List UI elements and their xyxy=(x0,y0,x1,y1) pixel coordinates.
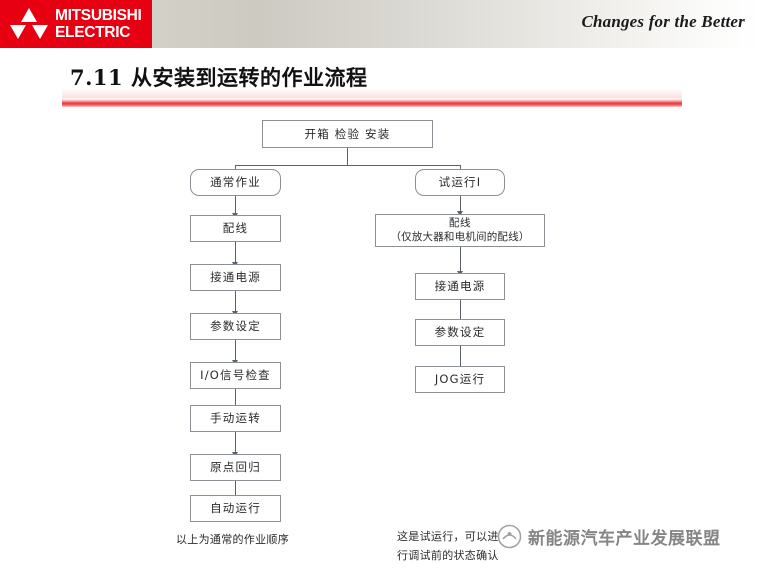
brand-line-2: ELECTRIC xyxy=(55,23,131,41)
note-right-column: 这是试运行，可以进 行调试前的状态确认 xyxy=(397,528,499,565)
flow-node-parameter-setting-label: 参数设定 xyxy=(210,319,261,334)
connector-l1-l2 xyxy=(235,196,236,215)
flow-node-io-signal-check-label: I/O信号检查 xyxy=(200,368,271,383)
flow-node-auto-operation-label: 自动运行 xyxy=(210,501,261,516)
flow-node-wiring-amplifier-motor: 配线 （仅放大器和电机间的配线） xyxy=(375,214,545,247)
connector-l7-l8 xyxy=(235,481,236,503)
brand-line-1: MITSUBISHI xyxy=(55,7,142,24)
flow-node-parameter-setting-trial: 参数设定 xyxy=(415,319,505,346)
flow-node-manual-operation: 手动运转 xyxy=(190,405,281,432)
note-left-column-text: 以上为通常的作业顺序 xyxy=(176,533,289,546)
flow-node-parameter-setting: 参数设定 xyxy=(190,313,281,340)
note-right-column-line2: 行调试前的状态确认 xyxy=(397,548,499,562)
flow-node-wiring-amplifier-motor-line1: 配线 xyxy=(448,217,472,230)
mitsubishi-logo-block: MITSUBISHI ELECTRIC xyxy=(0,0,152,48)
flow-node-normal-operation-label: 通常作业 xyxy=(210,175,261,190)
mitsubishi-three-diamonds-icon xyxy=(6,7,52,41)
page-title: 7.11 从安装到运转的作业流程 xyxy=(70,65,368,90)
mitsubishi-wordmark: MITSUBISHI ELECTRIC xyxy=(55,8,142,40)
connector-l3-l4 xyxy=(235,291,236,313)
connector-l5-l6 xyxy=(235,389,236,411)
slide-header: MITSUBISHI ELECTRIC Changes for the Bett… xyxy=(0,0,761,48)
title-rule-glow xyxy=(62,88,682,99)
connector-r1-r2 xyxy=(460,196,461,213)
note-left-column: 以上为通常的作业顺序 xyxy=(176,531,289,550)
flow-node-start: 开箱 检验 安装 xyxy=(262,120,433,148)
flow-node-trial-run-label: 试运行I xyxy=(438,175,482,190)
flow-node-home-return-label: 原点回归 xyxy=(210,460,261,475)
flow-node-power-on-trial: 接通电源 xyxy=(415,273,505,300)
flow-node-parameter-setting-trial-label: 参数设定 xyxy=(434,325,486,340)
circular-alliance-logo-icon xyxy=(497,524,522,549)
flow-node-manual-operation-label: 手动运转 xyxy=(210,411,261,426)
watermark-text: 新能源汽车产业发展联盟 xyxy=(528,529,721,549)
arrow-r1-r2 xyxy=(456,211,463,216)
flow-node-jog-operation-label: JOG运行 xyxy=(434,372,486,387)
connector-split-bar xyxy=(235,165,460,166)
flow-node-wiring: 配线 xyxy=(190,215,281,242)
flow-node-trial-run: 试运行I xyxy=(415,169,505,196)
watermark: 新能源汽车产业发展联盟 xyxy=(497,524,721,549)
connector-start-stem xyxy=(347,148,348,165)
workflow-flowchart: 开箱 检验 安装 通常作业 配线 接通电源 参数设定 I/O信号检查 手动运转 … xyxy=(0,110,761,550)
connector-l2-l3 xyxy=(235,242,236,264)
flow-node-start-label: 开箱 检验 安装 xyxy=(304,126,391,141)
connector-l4-l5 xyxy=(235,340,236,362)
flow-node-home-return: 原点回归 xyxy=(190,454,281,481)
flow-node-normal-operation: 通常作业 xyxy=(190,169,281,196)
flow-node-power-on: 接通电源 xyxy=(190,264,281,291)
flow-node-wiring-amplifier-motor-line2: （仅放大器和电机间的配线） xyxy=(390,230,530,243)
flow-node-io-signal-check: I/O信号检查 xyxy=(190,362,281,389)
flow-node-wiring-label: 配线 xyxy=(222,221,249,236)
connector-r3-r4 xyxy=(460,300,461,322)
connector-l6-l7 xyxy=(235,432,236,454)
note-right-column-line1: 这是试运行，可以进 xyxy=(397,530,499,543)
connector-r4-r5 xyxy=(460,346,461,368)
flow-node-jog-operation: JOG运行 xyxy=(415,366,505,393)
flow-node-auto-operation: 自动运行 xyxy=(190,495,281,522)
flow-node-power-on-label: 接通电源 xyxy=(210,270,261,285)
connector-r2-r3 xyxy=(460,247,461,273)
flow-node-power-on-trial-label: 接通电源 xyxy=(434,279,486,294)
title-underline-bar xyxy=(62,98,682,107)
brand-tagline: Changes for the Better xyxy=(581,12,745,31)
